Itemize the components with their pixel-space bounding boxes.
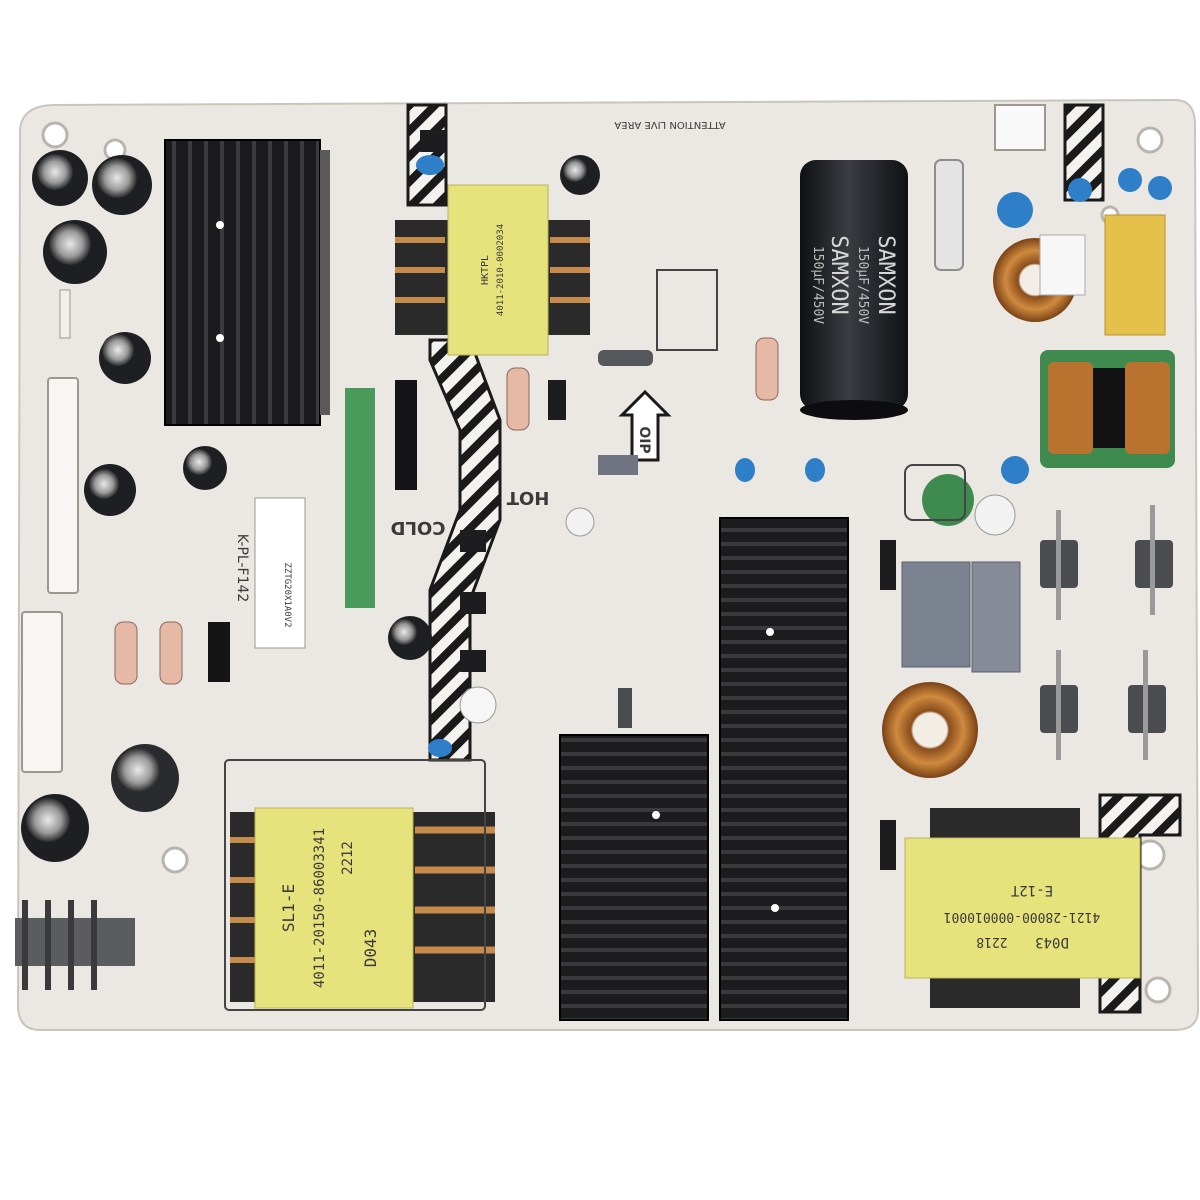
capacitor-rating-1: 150μF/450V xyxy=(855,246,870,324)
resistors-center xyxy=(459,337,779,724)
heatsink-center-tall xyxy=(719,517,849,1021)
transformer-top-line2: 4011-2010-0002034 xyxy=(496,224,506,316)
silkscreen-outlines xyxy=(224,269,966,1011)
transformer-bl-line3: 2212 xyxy=(340,841,356,875)
common-mode-choke xyxy=(1040,350,1175,468)
capacitors-left xyxy=(21,150,600,862)
capacitor-rating-2: 150μF/450V xyxy=(810,246,825,324)
varistor xyxy=(922,474,1016,536)
transformer-top-line1: HKTPL xyxy=(480,255,491,285)
capacitor-brand-2: SAMXON xyxy=(826,235,851,314)
transformer-bl-line2: 4011-20150-86003341 xyxy=(312,828,328,988)
transformer-br-line3: 2218 xyxy=(976,934,1007,949)
transformer-br-line4: D043 xyxy=(1035,934,1069,950)
heatsink-top-left xyxy=(164,139,330,426)
ceramic-capacitors xyxy=(416,155,1029,757)
transformer-bl-line1: SL1-E xyxy=(279,884,298,932)
model-label: K-PL-F142 xyxy=(234,534,250,603)
cold-label: COLD xyxy=(391,517,446,538)
fuse-area xyxy=(934,104,1172,336)
hot-label: HOT xyxy=(506,487,549,508)
barcode-text: ZZTG20X1A0V2 xyxy=(282,562,292,627)
heatsink-center-short xyxy=(559,734,709,1021)
small-components-left xyxy=(114,380,417,685)
transformer-bl-line4: D043 xyxy=(361,929,380,968)
x-capacitors xyxy=(901,561,1021,673)
transformer-bottom-right: D043 2218 4121-28000-000010001 E-12T xyxy=(904,808,1141,1008)
bulk-capacitor: SAMXON 150μF/450V SAMXON 150μF/450V xyxy=(800,160,908,420)
transformer-bottom-left: SL1-E 4011-20150-86003341 2212 D043 xyxy=(230,807,495,1009)
diodes-right xyxy=(1040,505,1173,760)
ic-chips xyxy=(420,130,896,870)
toroid-inductor xyxy=(882,682,978,778)
connectors-left xyxy=(21,289,79,773)
transformer-top: HKTPL 4011-2010-0002034 xyxy=(395,184,590,356)
oip-marker: OIP xyxy=(618,389,672,462)
pin-header-bottom-left xyxy=(15,900,135,990)
capacitor-brand-1: SAMXON xyxy=(873,235,898,314)
attention-label: ATTENTION LIVE AREA xyxy=(614,119,725,130)
transformer-br-line1: E-12T xyxy=(1010,882,1053,898)
transformer-br-line2: 4121-28000-000010001 xyxy=(944,909,1101,924)
oip-label: OIP xyxy=(636,426,652,453)
